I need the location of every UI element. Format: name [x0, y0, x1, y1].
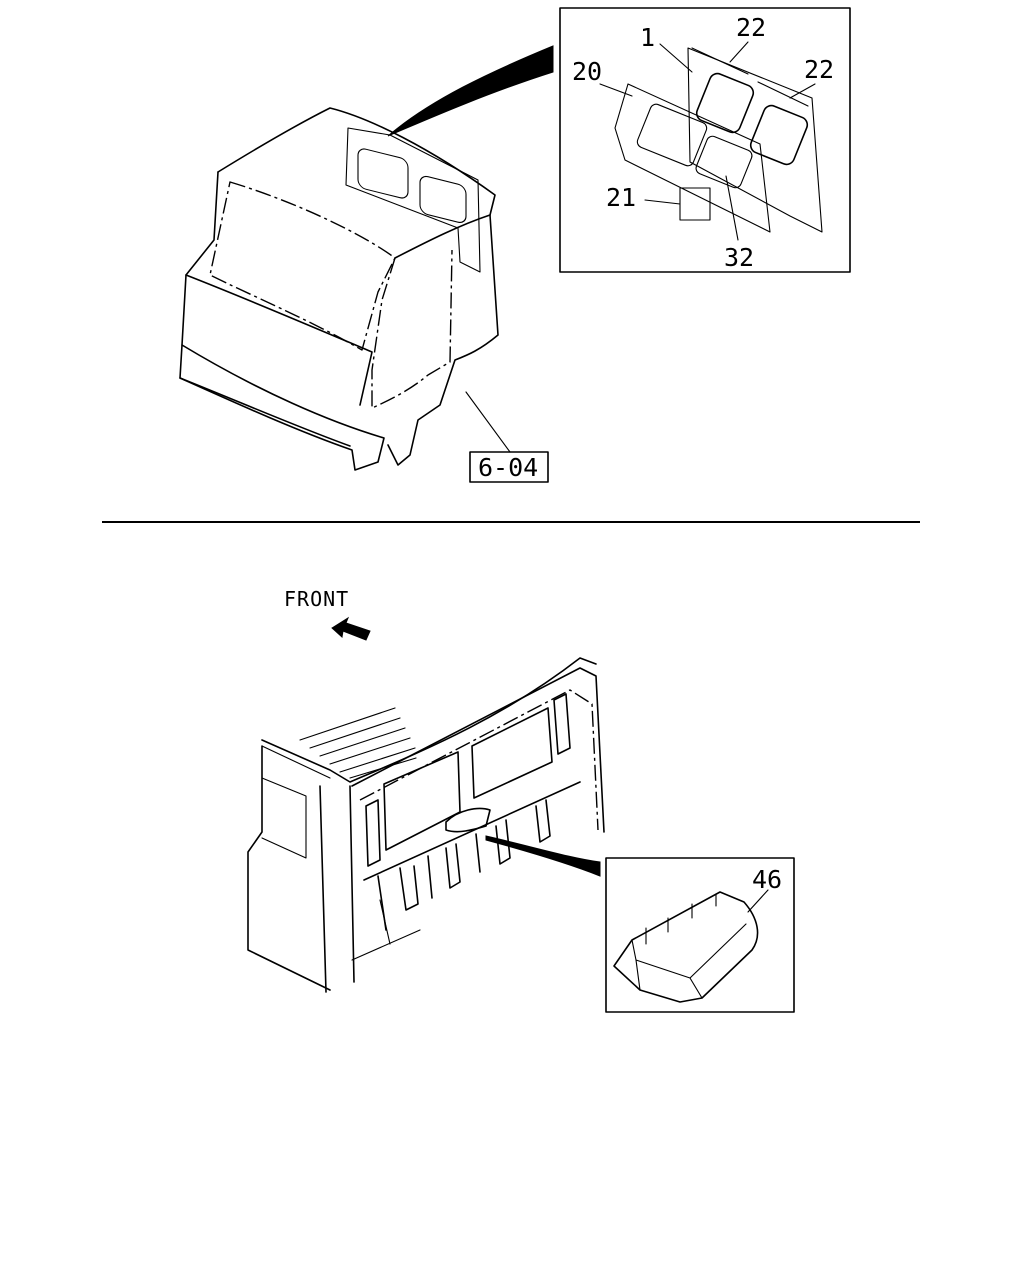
part-46-tabs: [645, 893, 717, 945]
rear-panel-detail-box: 1 20 21 22 22 32: [559, 7, 851, 273]
cab-rear-window-right: [419, 175, 467, 224]
leader-22a: [729, 41, 749, 63]
cab-front-edge: [181, 171, 219, 346]
windshield: [209, 181, 396, 351]
detail-frame-46: [605, 857, 795, 1013]
rear-window-left: [383, 751, 461, 851]
roof-ribs: [299, 707, 417, 779]
cab-rear-window-left: [357, 148, 409, 199]
inner-window-right: [695, 135, 753, 189]
detail-leader-wedge: [387, 45, 554, 137]
door-outline: [371, 249, 453, 409]
cab-side: [387, 214, 499, 466]
cab-front-panel: [185, 274, 373, 406]
reference-6-04: 6-04: [465, 391, 549, 483]
front-arrow: [331, 616, 371, 641]
rear-panel-outline: [359, 689, 599, 831]
rear-panel-outer: [687, 47, 823, 233]
rear-slot-left: [365, 799, 381, 867]
bracket-detail-box: 46: [605, 857, 795, 1013]
callout-21: 21: [606, 183, 636, 212]
leader-20: [599, 83, 633, 97]
bracket-part-21: [679, 187, 711, 221]
rear-panel-inner: [614, 83, 771, 233]
rear-corner: [319, 785, 355, 993]
reference-box-frame: [469, 451, 549, 483]
reference-label: 6-04: [478, 453, 538, 482]
front-label: FRONT: [284, 587, 349, 611]
leader-46: [747, 889, 769, 913]
leader-1: [659, 43, 693, 73]
callout-1: 1: [640, 23, 655, 52]
callout-22a: 22: [736, 13, 766, 42]
callout-20: 20: [572, 57, 602, 86]
lower-rib-profile: [363, 781, 581, 931]
leader-21: [644, 199, 681, 205]
rear-window-right: [749, 104, 809, 166]
callout-32: 32: [724, 243, 754, 272]
callout-22b: 22: [804, 55, 834, 84]
part-46-shape: [613, 891, 759, 1003]
front-bumper: [179, 344, 385, 471]
cab-rear-window-panel: [345, 127, 481, 273]
leader-22b: [789, 83, 816, 99]
cab-roof-edge: [261, 657, 597, 783]
callout-46: 46: [752, 865, 782, 894]
side-window: [261, 777, 307, 859]
cab-roof: [217, 107, 496, 216]
rear-window-right: [471, 707, 553, 799]
cab-exterior-view: [179, 107, 499, 471]
rear-window-left: [695, 72, 755, 134]
cab-top-line: [261, 745, 331, 779]
detail-frame: [559, 7, 851, 273]
seal-strip-left: [691, 47, 749, 75]
rear-slot-right: [553, 693, 571, 755]
inner-window-left: [636, 103, 708, 167]
rear-panel-frame: [351, 667, 605, 833]
cab-side-panel: [247, 745, 331, 991]
reference-leader: [465, 391, 511, 453]
part-46-flange: [631, 923, 747, 999]
front-direction-indicator: FRONT: [284, 587, 371, 641]
part-46-on-cab: [445, 807, 491, 833]
detail-leader-wedge-46: [485, 835, 601, 877]
seal-strip-right: [757, 81, 809, 107]
leader-32: [725, 175, 739, 241]
cab-rear-view: [247, 657, 605, 993]
rear-panel-base: [351, 899, 421, 961]
bumper-lower: [179, 377, 351, 447]
